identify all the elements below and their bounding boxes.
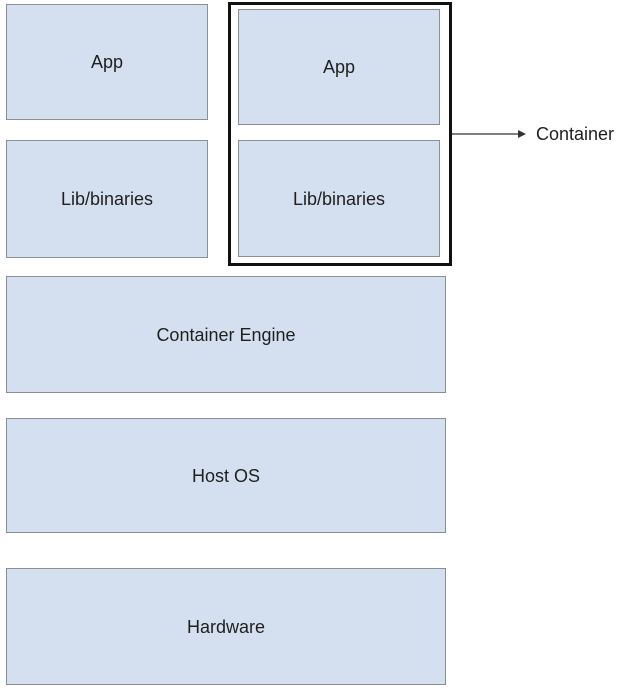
hardware-box: Hardware [6,568,446,685]
hardware-label: Hardware [186,616,266,637]
container-lib-binaries-box: Lib/binaries [238,140,440,257]
container-engine-label: Container Engine [156,324,296,345]
container-engine-box: Container Engine [6,276,446,393]
host-os-label: Host OS [191,465,261,486]
lib-binaries-box: Lib/binaries [6,140,208,258]
host-os-box: Host OS [6,418,446,533]
arrow-head [518,130,526,138]
container-lib-binaries-label: Lib/binaries [292,188,386,209]
lib-binaries-label: Lib/binaries [60,189,154,209]
app-box: App [6,4,208,120]
container-callout-label: Container [536,124,615,144]
container-app-label: App [322,57,356,77]
container-app-box: App [238,9,440,125]
app-label: App [90,52,124,72]
container-callout-arrow [452,130,526,138]
